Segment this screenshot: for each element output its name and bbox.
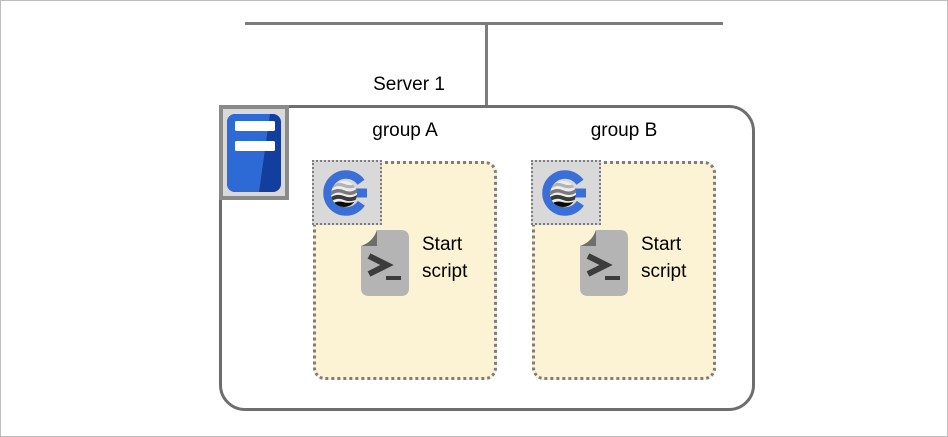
group-a-app-tile <box>312 160 382 225</box>
server-icon <box>227 113 281 192</box>
group-a-box: Start script <box>312 160 497 380</box>
server-icon-tile <box>219 105 289 200</box>
group-b-app-tile <box>531 160 601 225</box>
script-file-icon <box>580 230 628 296</box>
network-line <box>245 22 723 25</box>
start-script-label-a: Start script <box>422 234 468 282</box>
group-a-label: group A <box>372 120 438 141</box>
script-file-icon <box>361 230 409 296</box>
group-b-label: group B <box>590 120 658 141</box>
g-logo-icon <box>542 169 588 216</box>
start-script-item-b: Start script <box>580 230 709 296</box>
start-script-label-b: Start script <box>641 234 687 282</box>
start-script-item-a: Start script <box>361 230 490 296</box>
g-logo-icon <box>323 169 369 216</box>
server-label: Server 1 <box>373 74 445 95</box>
server-drop-line <box>485 22 488 107</box>
group-b-box: Start script <box>531 160 716 380</box>
